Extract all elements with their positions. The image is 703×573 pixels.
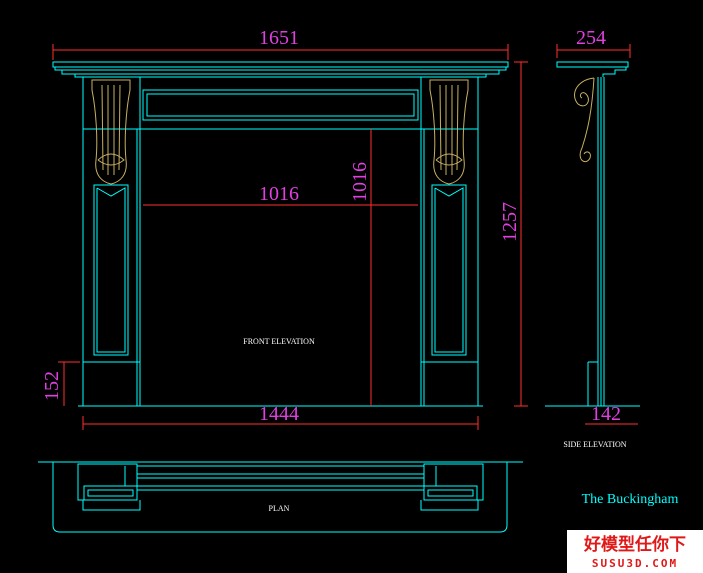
side-elevation [545, 61, 640, 407]
drawing-title: The Buckingham [582, 492, 679, 507]
watermark-logo: 好模型任你下 SUSU3D.COM [567, 530, 703, 573]
dim-plinth-height: 152 [41, 371, 63, 401]
dim-overall-width: 1651 [259, 27, 299, 49]
dim-side-depth: 254 [576, 27, 606, 49]
dimension-lines [52, 44, 638, 430]
dim-overall-height: 1257 [499, 202, 521, 242]
dim-side-base: 142 [591, 403, 621, 425]
front-elevation [52, 61, 509, 407]
front-elevation-label: FRONT ELEVATION [243, 337, 315, 346]
watermark-line1: 好模型任你下 [583, 534, 686, 555]
dim-opening-width: 1016 [259, 183, 299, 205]
plan-view [38, 461, 523, 533]
watermark-line2: SUSU3D.COM [592, 557, 678, 570]
right-corbel [429, 79, 469, 185]
side-corbel [574, 77, 595, 163]
plan-label: PLAN [269, 504, 290, 513]
dim-inner-width: 1444 [259, 403, 299, 425]
left-corbel [91, 79, 131, 185]
side-elevation-label: SIDE ELEVATION [563, 440, 626, 449]
dim-opening-height: 1016 [349, 162, 371, 202]
